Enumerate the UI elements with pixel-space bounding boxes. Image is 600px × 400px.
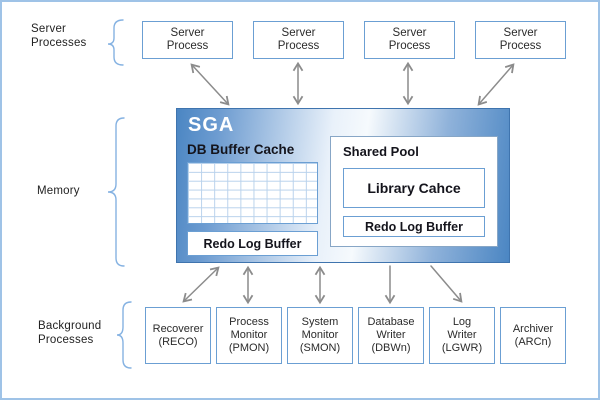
server-process-box: Server Process: [364, 21, 455, 59]
shared-pool-block: Shared Pool Library Cahce Redo Log Buffe…: [330, 136, 498, 247]
double-arrow-icon: [182, 266, 220, 303]
down-arrow-icon: [430, 265, 463, 303]
db-buffer-cache-grid: [187, 162, 318, 224]
background-process-box-dbwn: Database Writer (DBWn): [358, 307, 424, 364]
sga-title: SGA: [188, 114, 235, 136]
server-process-box: Server Process: [475, 21, 566, 59]
memory-label: Memory: [37, 185, 80, 197]
memory-brace-icon: [107, 117, 125, 267]
background-process-box-smon: System Monitor (SMON): [287, 307, 353, 364]
background-process-box-reco: Recoverer (RECO): [145, 307, 211, 364]
background-processes-brace-icon: [116, 301, 132, 369]
background-process-box-lgwr: Log Writer (LGWR): [429, 307, 495, 364]
server-processes-brace-icon: [107, 19, 124, 66]
background-process-box-arcn: Archiver (ARCn): [500, 307, 566, 364]
redo-log-buffer-box: Redo Log Buffer: [187, 231, 318, 256]
server-process-box: Server Process: [142, 21, 233, 59]
db-buffer-cache-label: DB Buffer Cache: [187, 142, 295, 157]
server-process-box: Server Process: [253, 21, 344, 59]
sga-block: SGA DB Buffer Cache Redo Log Buffer Shar…: [176, 108, 510, 263]
background-process-box-pmon: Process Monitor (PMON): [216, 307, 282, 364]
library-cache-box: Library Cahce: [343, 168, 485, 208]
double-arrow-icon: [190, 63, 230, 106]
shared-pool-label: Shared Pool: [343, 144, 419, 159]
double-arrow-icon: [477, 63, 515, 106]
server-processes-label: Server Processes: [31, 23, 87, 49]
background-processes-label: Background Processes: [38, 320, 102, 346]
redo-log-buffer-box: Redo Log Buffer: [343, 216, 485, 237]
